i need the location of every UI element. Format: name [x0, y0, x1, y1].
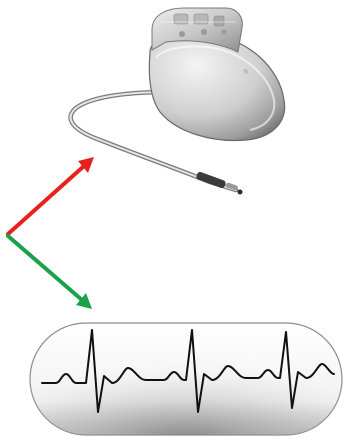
arrow-down-right-icon: [8, 236, 92, 309]
pacemaker-icon: m: [71, 8, 285, 195]
arrow-up-right-icon: [8, 157, 94, 234]
ecg-panel: [30, 323, 342, 435]
